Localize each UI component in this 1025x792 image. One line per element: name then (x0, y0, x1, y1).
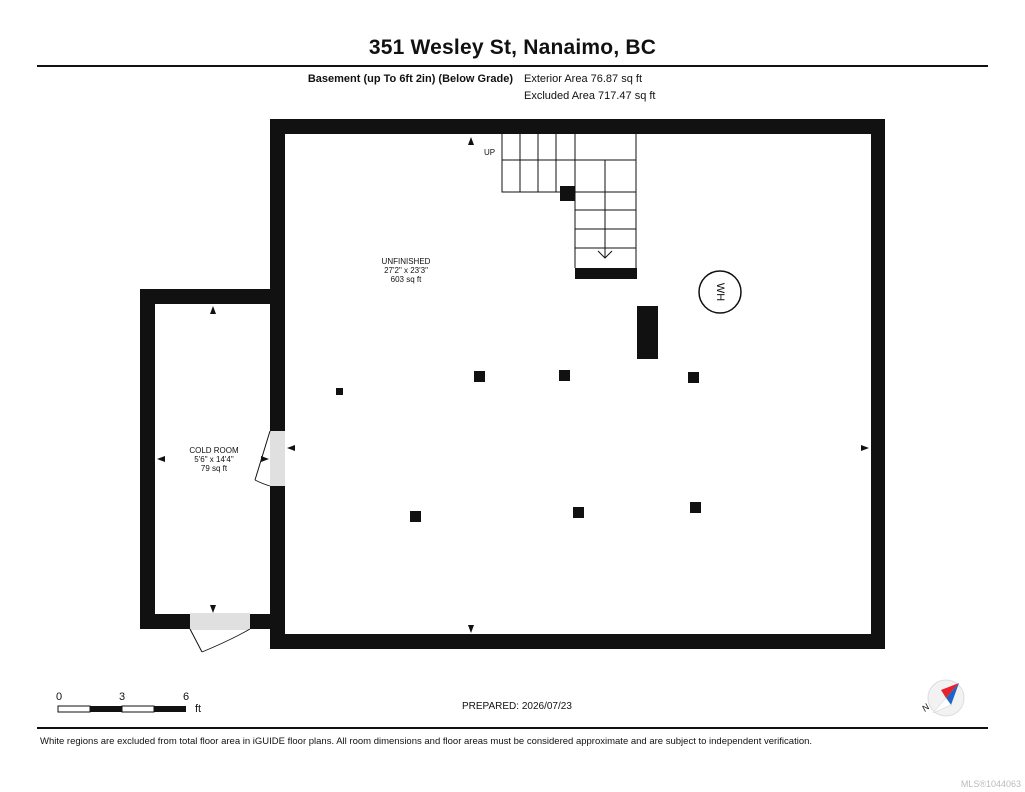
compass-north-label: N (920, 701, 932, 713)
post (559, 370, 570, 381)
chimney (637, 306, 658, 359)
post (688, 372, 699, 383)
interior-door (254, 430, 285, 487)
room-name: UNFINISHED (382, 257, 431, 266)
post (690, 502, 701, 513)
prepared-date: PREPARED: 2026/07/23 (462, 701, 572, 712)
room-area: 603 sq ft (391, 275, 422, 284)
compass-icon: N (920, 679, 965, 717)
staircase (501, 134, 637, 268)
room-name: COLD ROOM (189, 446, 239, 455)
scale-unit: ft (195, 703, 202, 715)
main-room-walls (270, 119, 885, 649)
arrow-left-icon (287, 445, 295, 451)
title-rule (37, 65, 988, 67)
cold-room-door (189, 613, 251, 653)
arrow-down-icon (468, 625, 474, 633)
post (410, 511, 421, 522)
room-unfinished: UNFINISHED 27'2" x 23'3" 603 sq ft (382, 257, 431, 284)
arrow-left-icon (157, 456, 165, 462)
scale-tick-0: 0 (56, 691, 63, 703)
stairs-up-label: UP (484, 148, 495, 157)
exterior-area: Exterior Area 76.87 sq ft (524, 73, 643, 85)
post (474, 371, 485, 382)
scale-tick-6: 6 (183, 691, 190, 703)
mls-watermark: MLS®1044063 (960, 779, 1021, 789)
support-posts (336, 370, 701, 522)
cold-room-walls (140, 289, 285, 629)
stair-landing-wall (575, 268, 637, 279)
post (336, 388, 343, 395)
scale-bar (57, 705, 186, 713)
arrow-up-icon (210, 306, 216, 314)
page-title: 351 Wesley St, Nanaimo, BC (368, 36, 657, 59)
arrow-right-icon (861, 445, 869, 451)
excluded-area: Excluded Area 717.47 sq ft (524, 90, 656, 102)
water-heater: WH (698, 270, 742, 314)
room-area: 79 sq ft (201, 464, 228, 473)
room-cold-room: COLD ROOM 5'6" x 14'4" 79 sq ft (189, 446, 239, 473)
post (573, 507, 584, 518)
stair-post (560, 186, 575, 201)
disclaimer: White regions are excluded from total fl… (40, 736, 813, 747)
arrow-up-icon (468, 137, 474, 145)
room-dimensions: 27'2" x 23'3" (384, 266, 428, 275)
dimension-markers (157, 137, 869, 633)
arrow-right-icon (261, 456, 269, 462)
scale-tick-3: 3 (119, 691, 126, 703)
room-dimensions: 5'6" x 14'4" (194, 455, 234, 464)
level-label: Basement (up To 6ft 2in) (Below Grade) (307, 73, 513, 85)
footer-rule (37, 727, 988, 729)
arrow-down-icon (210, 605, 216, 613)
water-heater-label: WH (714, 283, 726, 301)
